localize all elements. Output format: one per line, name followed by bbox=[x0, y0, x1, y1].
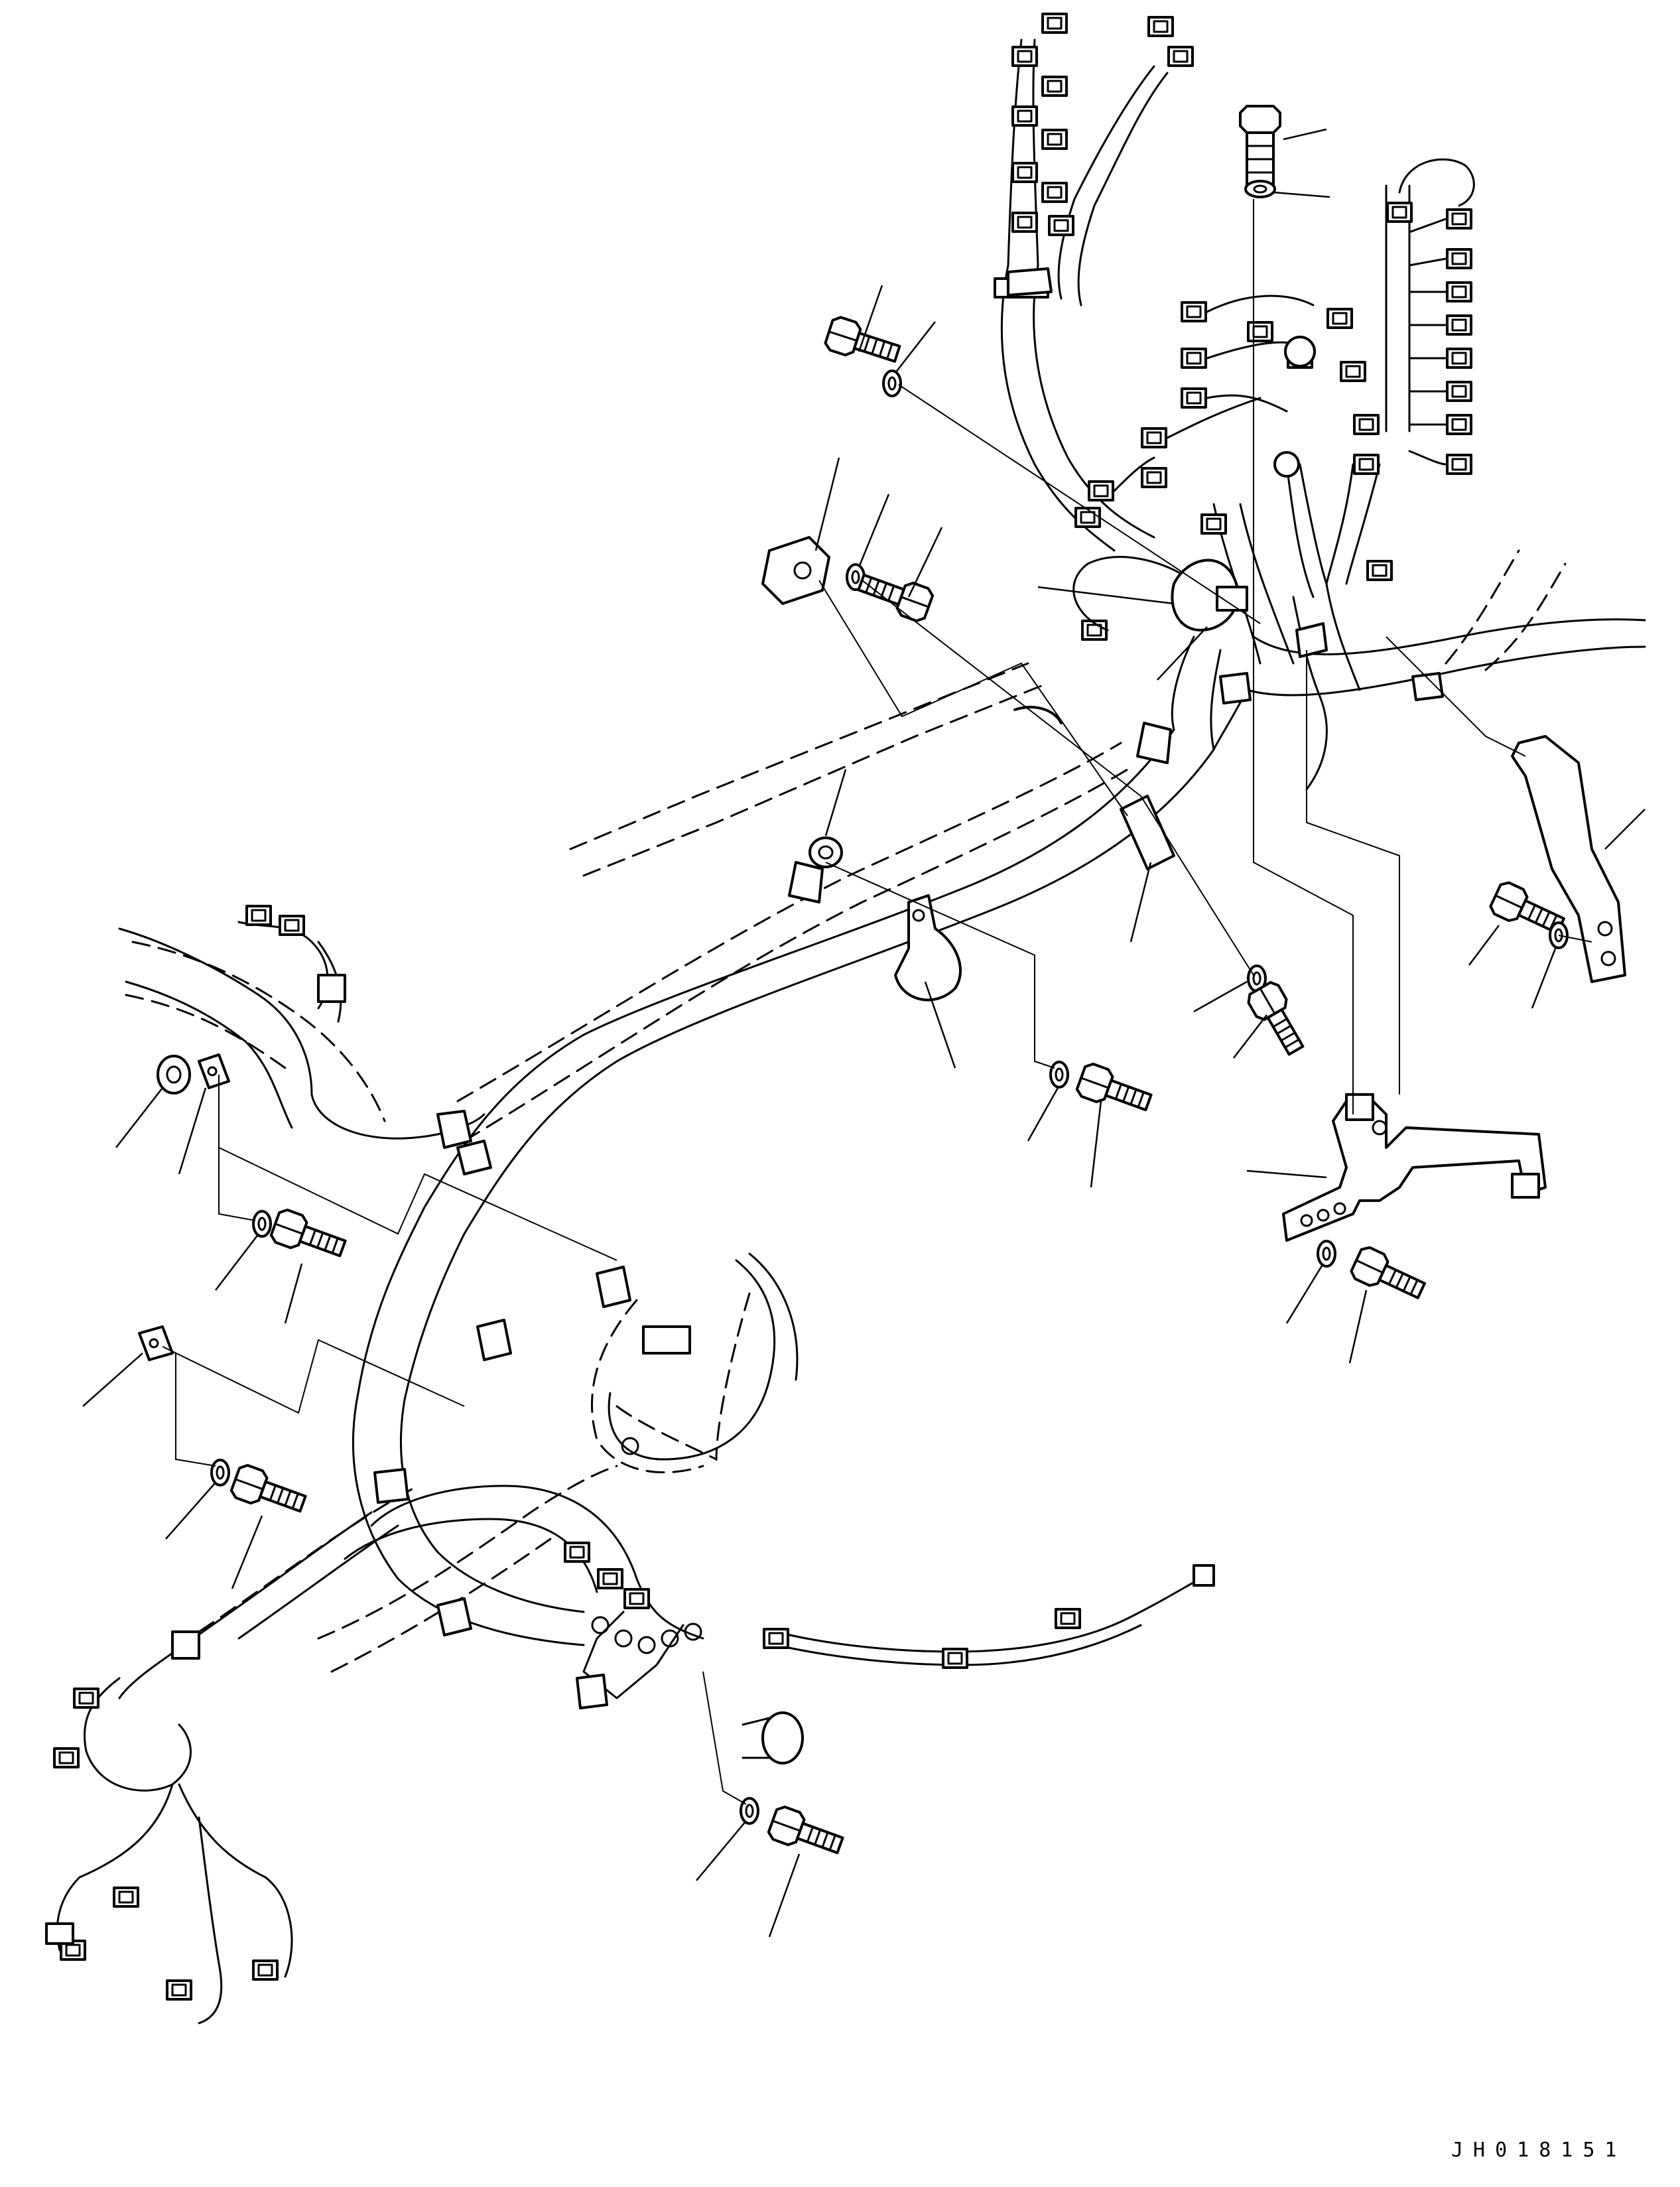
leader-lines bbox=[82, 128, 1646, 1938]
upper-harness-branches bbox=[1000, 38, 1411, 665]
right-connector-strip bbox=[1386, 158, 1475, 475]
assembly-reference-lines bbox=[162, 199, 1592, 1805]
harness-clips bbox=[373, 267, 1444, 1709]
left-nut bbox=[157, 1055, 191, 1094]
hidden-harness-paths bbox=[125, 549, 1567, 1673]
sleeve-clip bbox=[1120, 795, 1175, 870]
top-washer bbox=[1244, 180, 1276, 198]
bracket-clip-upper bbox=[761, 536, 830, 605]
main-harness bbox=[352, 582, 1646, 1646]
harness-clamp-mid bbox=[894, 894, 962, 1002]
left-clip bbox=[198, 1053, 230, 1089]
lower-right-bracket bbox=[1282, 1093, 1547, 1242]
drawing-code-label: JH018151 bbox=[1451, 2139, 1627, 2162]
center-connector-cluster bbox=[1072, 295, 1393, 641]
small-nut bbox=[808, 836, 843, 868]
lower-harness-loop bbox=[344, 1252, 1215, 1764]
upper-left-connector-stack bbox=[994, 13, 1194, 298]
left-harness-segment bbox=[118, 905, 485, 1149]
bottom-left-engine-harness bbox=[45, 1511, 399, 2024]
right-long-bracket bbox=[1511, 735, 1626, 983]
top-bolt bbox=[1239, 105, 1281, 194]
lower-left-clip bbox=[138, 1325, 174, 1361]
center-clamp bbox=[1171, 559, 1248, 631]
